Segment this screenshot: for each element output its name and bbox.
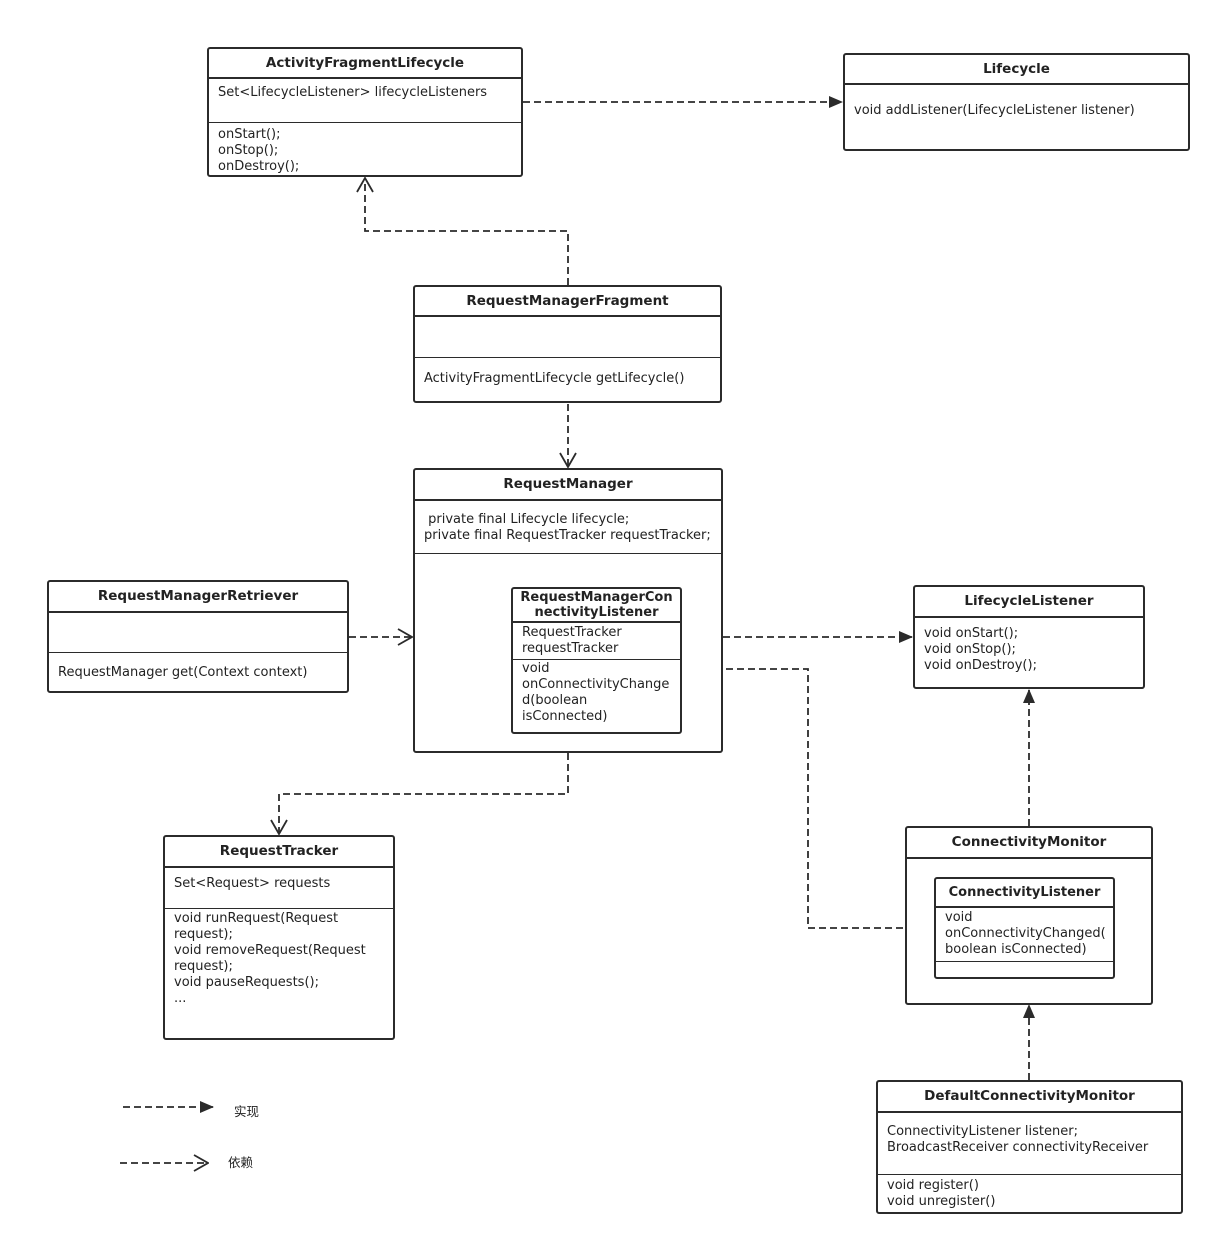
class-fields: Set<Request> requests [165,868,393,909]
class-name: RequestTracker [165,837,393,868]
class-fields [49,613,347,653]
link-rmf-depends-afl [365,178,569,285]
class-fields: Set<LifecycleListener> lifecycleListener… [209,79,521,123]
class-fields: ConnectivityListener listener; Broadcast… [878,1113,1181,1175]
class-methods: RequestManager get(Context context) [58,665,308,680]
class-methods: void runRequest(Request request); void r… [174,911,366,1006]
class-lifecycle-listener: LifecycleListener void onStart(); void o… [913,585,1145,689]
class-fields: RequestTracker requestTracker [513,623,680,660]
class-fields: private final Lifecycle lifecycle; priva… [415,501,721,554]
legend-implements-label: 实现 [234,1104,260,1119]
class-activity-fragment-lifecycle: ActivityFragmentLifecycle Set<LifecycleL… [207,47,523,177]
class-name: RequestManagerCon nectivityListener [513,589,680,623]
class-lifecycle: Lifecycle void addListener(LifecycleList… [843,53,1190,151]
link-rmcl-implements-connectivitylistener [682,668,934,934]
class-name: LifecycleListener [915,587,1143,618]
class-methods: void onConnectivityChange d(boolean isCo… [522,661,670,724]
class-name: RequestManager [415,470,721,501]
class-name: ConnectivityListener [936,879,1113,908]
class-methods: void onConnectivityChanged( boolean isCo… [936,908,1113,962]
class-methods: void onStart(); void onStop(); void onDe… [924,626,1037,673]
link-rm-depends-requesttracker [279,753,569,834]
class-default-connectivity-monitor: DefaultConnectivityMonitor ConnectivityL… [876,1080,1183,1214]
class-name: Lifecycle [845,55,1188,85]
class-name: DefaultConnectivityMonitor [878,1082,1181,1113]
legend-depends-label: 依赖 [228,1155,254,1170]
class-connectivity-listener: ConnectivityListener void onConnectivity… [934,877,1115,979]
class-methods: onStart(); onStop(); onDestroy(); [218,127,300,174]
class-name: ActivityFragmentLifecycle [209,49,521,79]
class-name: RequestManagerRetriever [49,582,347,613]
class-methods: void register() void unregister() [887,1178,996,1209]
class-request-tracker: RequestTracker Set<Request> requests voi… [163,835,395,1040]
class-methods: void addListener(LifecycleListener liste… [854,103,1135,118]
class-name: RequestManagerFragment [415,287,720,317]
class-methods: ActivityFragmentLifecycle getLifecycle() [424,371,685,386]
class-request-manager-retriever: RequestManagerRetriever RequestManager g… [47,580,349,693]
class-request-manager-fragment: RequestManagerFragment ActivityFragmentL… [413,285,722,403]
class-request-manager-connectivity-listener: RequestManagerCon nectivityListener Requ… [511,587,682,734]
class-name: ConnectivityMonitor [907,828,1151,859]
class-extra-section [936,962,1113,964]
class-fields [415,317,720,358]
